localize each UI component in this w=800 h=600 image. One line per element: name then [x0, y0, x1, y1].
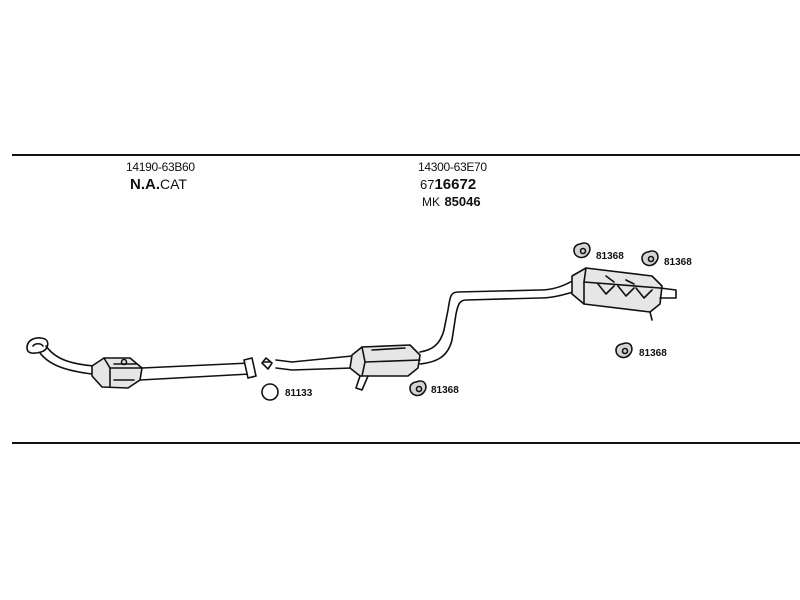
hanger-d [409, 380, 427, 397]
front-flange [26, 337, 49, 354]
front-downpipe [39, 345, 95, 375]
hanger-c [615, 342, 633, 359]
mounting-kit-code: MK 85046 [422, 193, 481, 211]
middle-pipe [275, 355, 353, 371]
small-flange-piece [261, 357, 273, 370]
hanger-a [573, 242, 591, 259]
hanger-ref-label-a: 81368 [596, 251, 624, 262]
front-pipe-part-number: 14190-63B60 [126, 160, 195, 174]
gasket-ref-label: 81133 [285, 388, 313, 399]
system-code: 6716672 [420, 176, 476, 194]
tail-pipe [649, 287, 677, 321]
system-part-number: 14300-63E70 [418, 160, 487, 174]
system-code-prefix: 67 [420, 177, 435, 192]
hanger-b [641, 250, 659, 267]
mounting-kit-prefix: MK [422, 195, 440, 209]
mounting-kit-main: 85046 [444, 194, 481, 209]
gasket-ring [261, 383, 279, 401]
hanger-ref-label-b: 81368 [664, 257, 692, 268]
hanger-ref-label-d: 81368 [431, 385, 459, 396]
front-pipe-name: N.A.CAT [130, 176, 187, 194]
top-divider-line [12, 154, 800, 156]
intermediate-pipe [139, 357, 257, 381]
front-pipe-name-rest: CAT [160, 176, 187, 192]
system-code-main: 16672 [434, 176, 477, 193]
bottom-divider-line [12, 442, 800, 444]
middle-resonator [349, 344, 421, 391]
catalytic-converter [91, 357, 143, 389]
rear-muffler [571, 267, 663, 313]
rear-pipe [419, 279, 581, 365]
front-pipe-name-bold: N.A. [130, 176, 160, 193]
hanger-ref-label-c: 81368 [639, 348, 667, 359]
